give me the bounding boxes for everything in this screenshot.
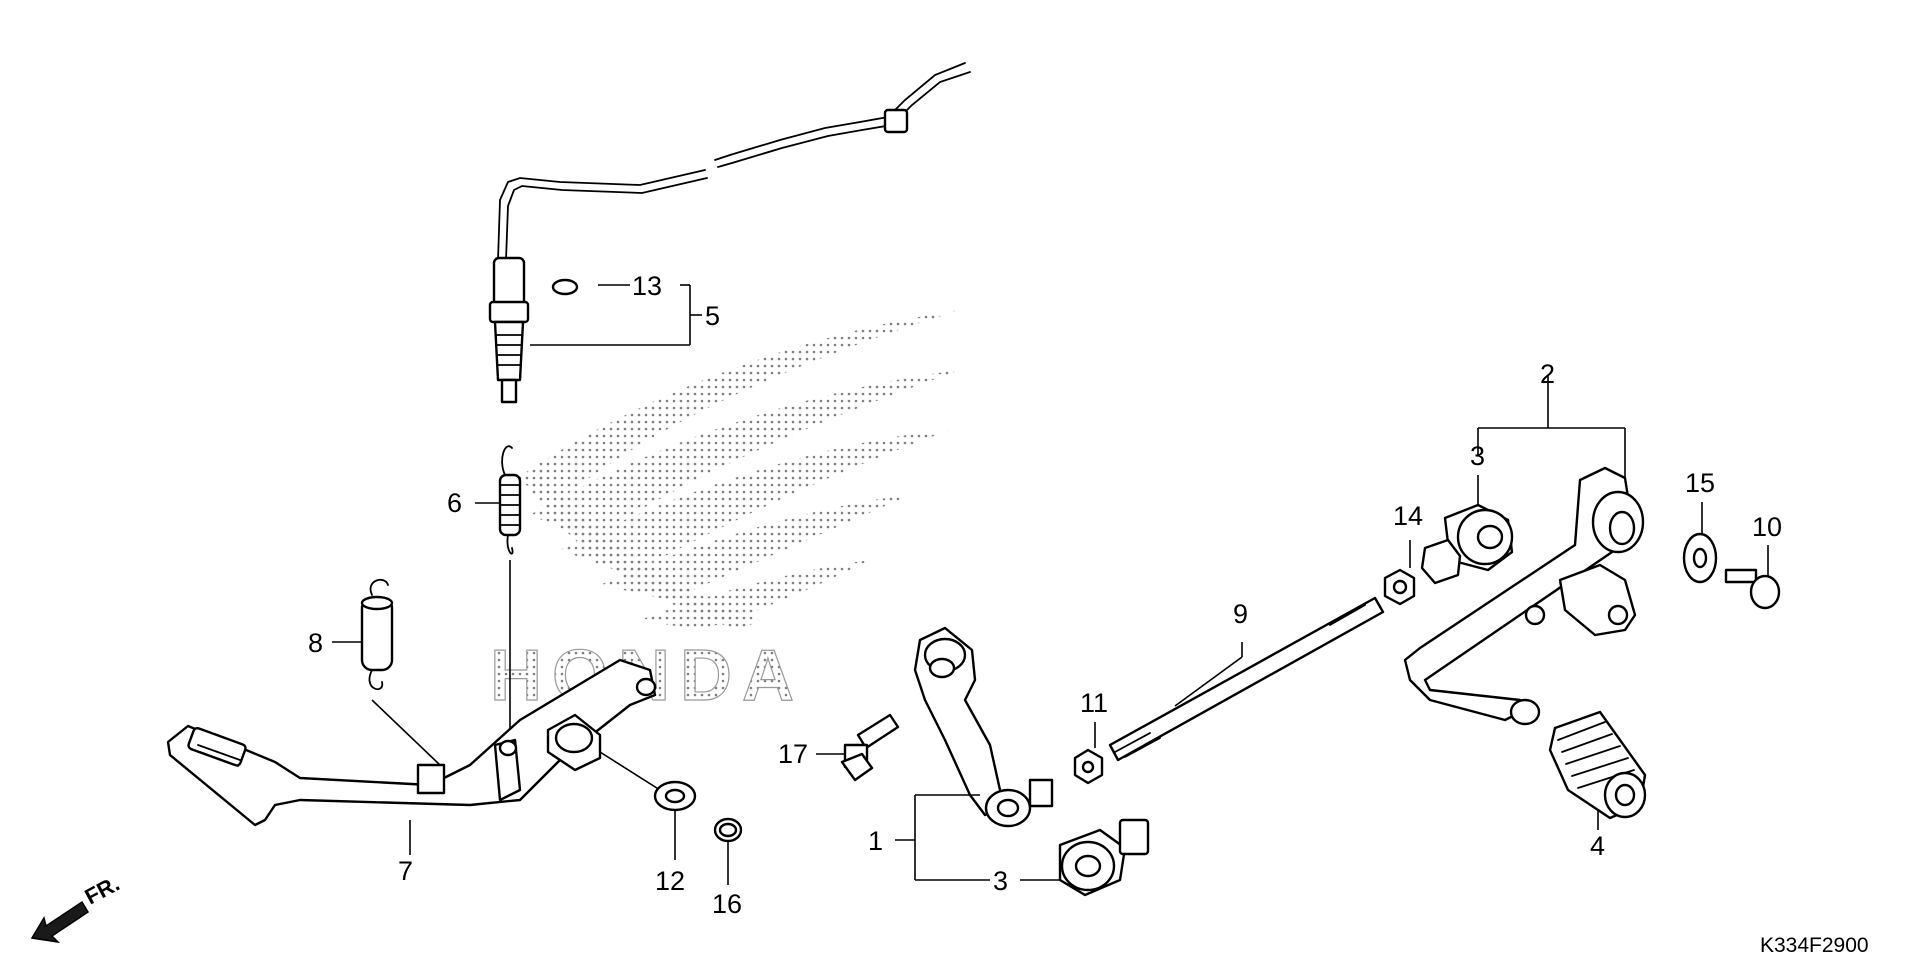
callout-4: 4 [1590, 831, 1605, 861]
callout-15: 15 [1685, 468, 1715, 498]
callout-3-lower: 3 [993, 866, 1008, 896]
brake-pedal [166, 658, 661, 827]
washer-15 [1682, 532, 1718, 584]
nut-11 [1073, 748, 1104, 785]
callouts: 13 5 6 8 7 12 16 17 1 3 11 9 14 3 2 15 1… [308, 271, 1782, 919]
callout-6: 6 [447, 488, 462, 518]
diagram-code: K334F2900 [1760, 934, 1869, 957]
joint-rod-end-upper [1420, 503, 1514, 585]
bolt-10 [1724, 568, 1781, 610]
brake-switch-spring [498, 445, 522, 740]
joint-rod-end-lower [1058, 818, 1150, 897]
callout-8: 8 [308, 628, 323, 658]
callout-12: 12 [655, 866, 685, 896]
callout-11: 11 [1080, 688, 1108, 718]
gearshift-tie-rod [1108, 596, 1385, 762]
bolt-17 [840, 752, 874, 782]
washer-12 [653, 780, 697, 812]
snap-ring-16 [713, 817, 743, 843]
callout-3-upper: 3 [1470, 441, 1485, 471]
callout-14: 14 [1393, 501, 1423, 531]
nut-14 [1383, 568, 1416, 606]
switch-sensor-assembly [488, 62, 971, 404]
callout-17: 17 [778, 739, 808, 769]
callout-5: 5 [705, 301, 720, 331]
callout-1: 1 [868, 826, 883, 856]
callout-7: 7 [398, 856, 413, 886]
callout-2: 2 [1540, 359, 1555, 389]
callout-9: 9 [1233, 599, 1248, 629]
brake-pedal-spring [360, 578, 441, 766]
gearshift-pedal [1403, 466, 1645, 726]
direction-label: FR. [81, 871, 124, 910]
gearshift-arm [843, 626, 1054, 828]
front-direction-indicator: FR. [30, 871, 124, 944]
honda-wing-watermark: HONDA [489, 310, 960, 717]
callout-10: 10 [1752, 512, 1782, 542]
gearshift-pedal-rubber [1548, 710, 1647, 820]
leader-lines [332, 284, 1769, 885]
callout-13: 13 [632, 271, 662, 301]
callout-16: 16 [712, 889, 742, 919]
